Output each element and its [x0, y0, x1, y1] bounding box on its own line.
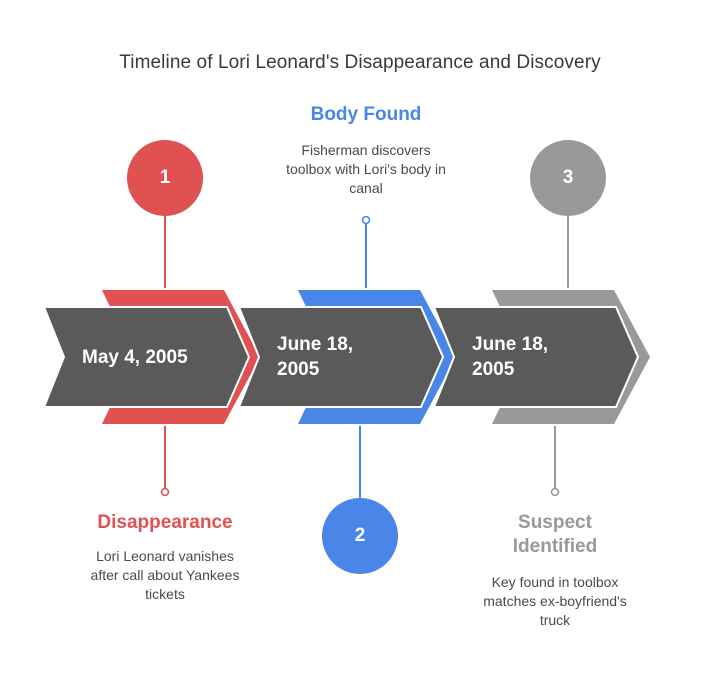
step-number-1: 1 [127, 140, 203, 216]
date-arrow-2 [237, 306, 445, 408]
connector-dot-2 [361, 215, 371, 225]
step-number-2: 2 [322, 498, 398, 574]
event-heading-2: Body Found [310, 104, 422, 125]
event-description-3: Key found in toolbox matches ex-boyfrien… [483, 574, 627, 628]
event-label-3: Suspect Identified Key found in toolbox … [470, 511, 640, 630]
event-heading-1: Disappearance [97, 512, 233, 533]
event-description-2: Fisherman discovers toolbox with Lori's … [286, 142, 446, 196]
date-arrow-1 [42, 306, 251, 408]
event-date-2: June 18, 2005 [277, 334, 354, 380]
connector-dot-1 [160, 487, 170, 497]
date-arrow-3 [432, 306, 640, 408]
event-date-3: June 18, 2005 [472, 334, 549, 380]
connector-dot-3 [550, 487, 560, 497]
event-label-1: Disappearance Lori Leonard vanishes afte… [70, 511, 260, 604]
event-label-2: Body Found Fisherman discovers toolbox w… [266, 103, 466, 198]
diagram-title: Timeline of Lori Leonard's Disappearance… [119, 52, 601, 73]
step-number-3: 3 [530, 140, 606, 216]
event-date-1: May 4, 2005 [82, 347, 188, 368]
event-heading-3: Suspect Identified [512, 512, 598, 557]
event-description-1: Lori Leonard vanishes after call about Y… [90, 548, 240, 602]
